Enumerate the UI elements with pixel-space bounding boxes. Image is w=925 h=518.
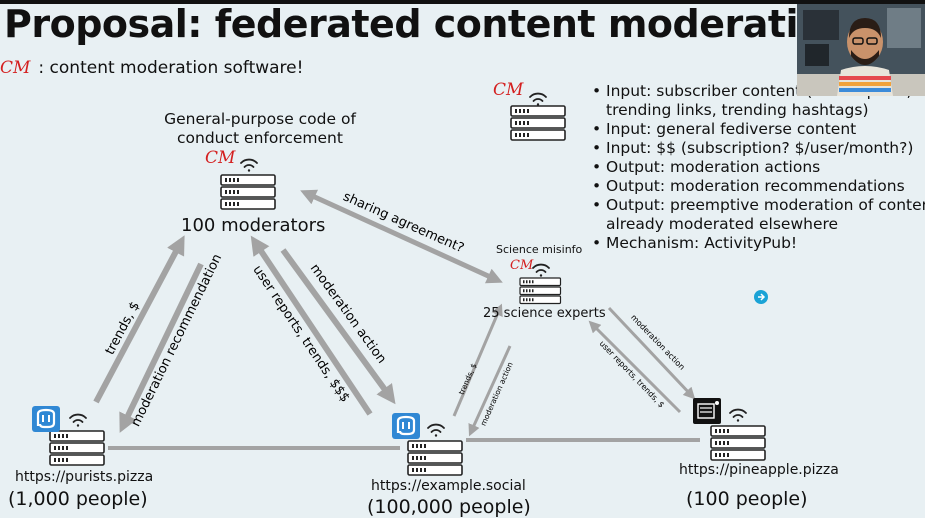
example-url: https://example.social — [371, 478, 526, 494]
mastodon-logo-icon — [32, 406, 60, 432]
pizza-logo-icon — [693, 398, 721, 424]
edge-label-purists-down: moderation recommendation — [128, 252, 225, 429]
bullet-item: Input: general fediverse content — [592, 120, 925, 139]
purists-url: https://purists.pizza — [15, 469, 154, 485]
arrow-sharing-agreement — [300, 189, 503, 284]
mastodon-logo-icon — [392, 413, 420, 439]
bullet-item: Output: moderation actions — [592, 158, 925, 177]
legend-text: : content moderation software! — [38, 58, 304, 78]
purists-people: (1,000 people) — [8, 488, 148, 510]
bullet-item: Mechanism: ActivityPub! — [592, 234, 925, 253]
central-caption-line1: General-purpose code of — [164, 110, 356, 128]
pineapple-people: (100 people) — [686, 488, 808, 510]
example-wifi-icon — [427, 423, 445, 438]
central-server-icon — [220, 174, 276, 210]
science-caption: Science misinfo — [496, 243, 583, 256]
arrow-example-sci-down — [468, 345, 512, 437]
legend-cm-symbol: CM — [0, 58, 31, 78]
purists-wifi-icon — [69, 413, 87, 428]
edge-label-pine-sci-up: user reports, trends, $ — [598, 339, 667, 410]
central-caption: General-purpose code of conduct enforcem… — [130, 110, 390, 148]
legend: CM : content moderation software! — [0, 58, 303, 78]
bullet-item: Input: $$ (subscription? $/user/month?) — [592, 139, 925, 158]
central-moderators: 100 moderators — [181, 215, 326, 236]
bullet-item: Output: moderation recommendations — [592, 177, 925, 196]
spare-cm-tag: CM — [493, 80, 524, 100]
central-cm-tag: CM — [205, 148, 236, 168]
science-server-icon — [519, 277, 562, 305]
arrow-example-up — [250, 235, 373, 416]
central-wifi-icon — [240, 158, 258, 173]
arrow-purists-down — [119, 262, 204, 433]
bullet-continuation: already moderated elsewhere — [606, 215, 839, 233]
arrow-pine-sci-up — [588, 320, 682, 414]
bullet-continuation: trending links, trending hashtags) — [606, 101, 869, 119]
feature-bullet-list: Input: subscriber content (user reports,… — [592, 82, 925, 253]
edge-label-example-sci-up: trends, $ — [457, 362, 479, 396]
arrow-example-sci-up — [452, 303, 503, 417]
top-bar — [0, 0, 925, 4]
science-wifi-icon — [532, 263, 550, 278]
example-server-icon — [407, 440, 463, 476]
pineapple-wifi-icon — [729, 408, 747, 423]
spare-wifi-icon — [529, 92, 547, 107]
example-people: (100,000 people) — [367, 496, 531, 518]
science-cm-tag: CM — [510, 258, 534, 273]
slide-title: Proposal: federated content moderation s — [4, 2, 886, 46]
central-caption-line2: conduct enforcement — [177, 129, 343, 147]
science-moderators: 25 science experts — [483, 306, 606, 321]
edge-label-sharing: sharing agreement? — [341, 189, 467, 256]
pineapple-url: https://pineapple.pizza — [679, 462, 839, 478]
edge-label-example-sci-down: moderation action — [479, 361, 515, 428]
purists-server-icon — [49, 430, 105, 466]
spare-server-icon — [510, 105, 566, 141]
arrow-purists-up — [93, 235, 185, 404]
arrow-pine-sci-down — [607, 306, 696, 400]
arrow-example-down — [280, 248, 396, 405]
bullet-item: Output: preemptive moderation of conten — [592, 196, 925, 215]
speaker-video — [797, 4, 925, 96]
edge-label-example-up: user reports, trends, $$$ — [249, 263, 352, 405]
pineapple-server-icon — [710, 425, 766, 461]
edge-label-pine-sci-down: moderation action — [629, 313, 686, 372]
